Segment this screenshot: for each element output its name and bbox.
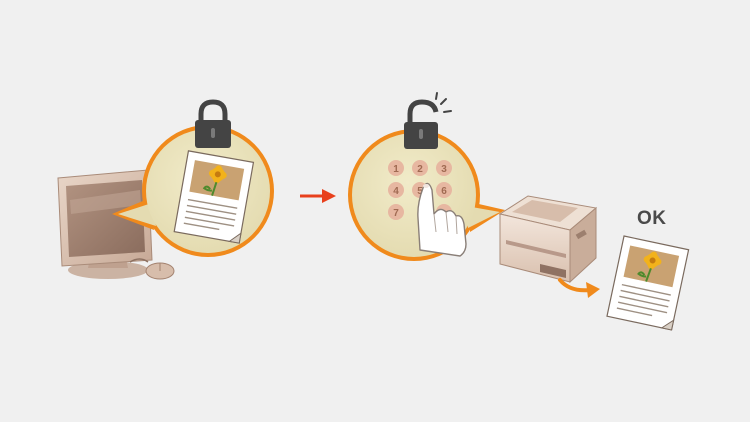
keypad-key-6: 6: [436, 182, 452, 198]
keypad-key-1: 1: [388, 160, 404, 176]
desktop-computer-icon: [57, 169, 175, 280]
svg-text:2: 2: [417, 164, 423, 175]
finger-press-icon: [417, 182, 467, 257]
numeric-keypad-icon: 1 2 3 4 5 6 7: [388, 160, 452, 220]
svg-text:1: 1: [393, 164, 399, 175]
keypad-key-3: 3: [436, 160, 452, 176]
curved-arrow-icon: [558, 278, 600, 298]
svg-text:4: 4: [393, 186, 399, 197]
document-with-photo-icon: [173, 150, 255, 244]
keypad-key-4: 4: [388, 182, 404, 198]
keypad-key-7: 7: [388, 204, 404, 220]
ok-label: OK: [637, 208, 667, 229]
output-document-icon: [606, 235, 690, 331]
svg-text:7: 7: [393, 208, 399, 219]
padlock-open-icon: [404, 92, 452, 149]
printer-icon: [498, 195, 598, 284]
svg-text:5: 5: [417, 186, 423, 197]
keypad-key-2: 2: [412, 160, 428, 176]
svg-text:3: 3: [441, 164, 447, 175]
padlock-closed-icon: [195, 99, 231, 148]
arrow-right-icon: [300, 189, 336, 203]
svg-text:6: 6: [441, 186, 447, 197]
